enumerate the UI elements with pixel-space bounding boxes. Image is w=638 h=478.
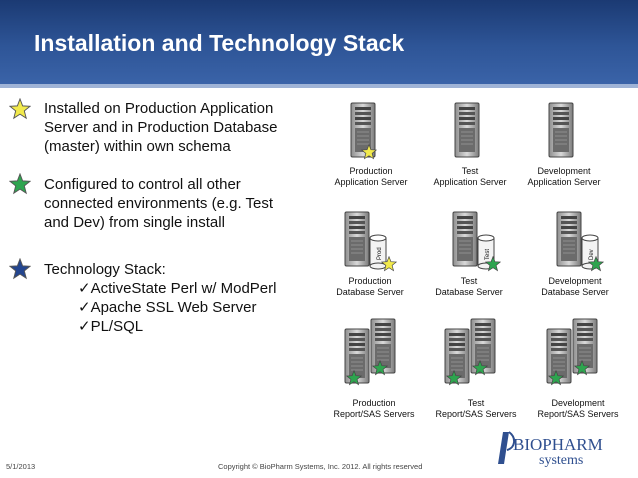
stack-item: ✓Apache SSL Web Server [78, 299, 257, 316]
slide-header [0, 0, 638, 84]
yellow-star-icon [9, 98, 31, 120]
footer-date: 5/1/2013 [6, 462, 36, 471]
server-label: Test [468, 398, 485, 408]
bullet-line: connected environments (e.g. Test [44, 195, 274, 212]
stack-item: ✓PL/SQL [78, 318, 144, 335]
server-label: Report/SAS Servers [435, 409, 517, 419]
logo-mark-icon [498, 432, 509, 464]
development-sas-server-icon [572, 318, 598, 374]
test-sas-server-icon [470, 318, 496, 374]
server-label: Application Server [433, 177, 506, 187]
db-tag: Prod [377, 247, 383, 260]
database-cylinder-icon [477, 234, 495, 270]
bullet-line: Technology Stack: [44, 261, 166, 278]
green-star-icon [9, 173, 31, 195]
bullet-control-environments: Configured to control all other connecte… [44, 175, 304, 232]
bullet-line: and Dev) from single install [44, 214, 225, 231]
blue-star-icon [9, 258, 31, 280]
server-label: Development [551, 398, 605, 408]
database-cylinder-icon [369, 234, 387, 270]
server-label: Report/SAS Servers [333, 409, 415, 419]
server-label: Database Server [435, 287, 503, 297]
production-db-server-icon [344, 211, 370, 267]
server-label: Database Server [541, 287, 609, 297]
bullet-line: Configured to control all other [44, 176, 241, 193]
test-report-server-icon [444, 328, 470, 384]
test-app-server-icon [454, 102, 480, 158]
bullet-production-install: Installed on Production Application Serv… [44, 99, 304, 156]
footer-copyright: Copyright © BioPharm Systems, Inc. 2012.… [218, 462, 423, 471]
db-tag: Test [485, 249, 491, 260]
server-label: Development [537, 166, 591, 176]
logo-subtext: systems [539, 453, 583, 468]
server-label: Test [461, 276, 478, 286]
production-app-server-icon [350, 102, 376, 158]
production-sas-server-icon [370, 318, 396, 374]
bullet-line: (master) within own schema [44, 138, 231, 155]
logo-text: BIOPHARM [513, 435, 603, 454]
stack-item: ✓ActiveState Perl w/ ModPerl [78, 280, 277, 297]
development-app-server-icon [548, 102, 574, 158]
server-label: Application Server [527, 177, 600, 187]
biopharm-logo: BIOPHARM systems [498, 431, 603, 468]
slide-title: Installation and Technology Stack [34, 30, 405, 56]
bullet-line: Server and in Production Database [44, 119, 278, 136]
server-label: Production [349, 166, 392, 176]
development-report-server-icon [546, 328, 572, 384]
server-diagram: Production Application Server Test Appli… [333, 102, 619, 419]
test-db-server-icon [452, 211, 478, 267]
bullet-line: Installed on Production Application [44, 100, 274, 117]
server-label: Development [548, 276, 602, 286]
db-tag: Dev [589, 249, 595, 260]
server-label: Report/SAS Servers [537, 409, 619, 419]
header-divider [0, 84, 638, 88]
development-db-server-icon [556, 211, 582, 267]
server-label: Application Server [334, 177, 407, 187]
server-label: Database Server [336, 287, 404, 297]
production-report-server-icon [344, 328, 370, 384]
server-label: Production [348, 276, 391, 286]
bullet-technology-stack: Technology Stack: ✓ActiveState Perl w/ M… [44, 260, 304, 336]
server-label: Test [462, 166, 479, 176]
server-label: Production [352, 398, 395, 408]
